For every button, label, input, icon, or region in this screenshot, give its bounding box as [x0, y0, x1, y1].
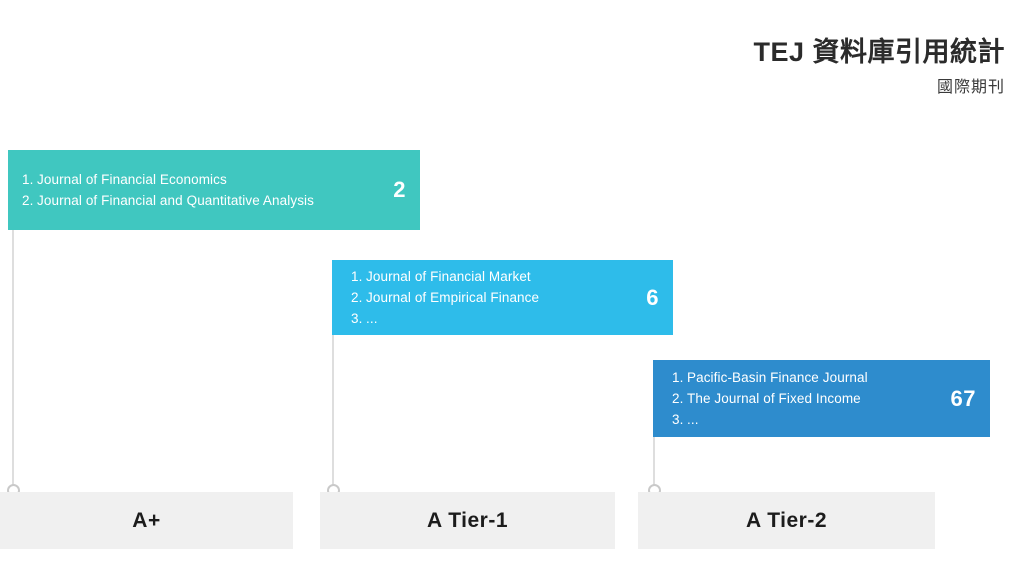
list-item-label: Journal of Financial and Quantitative An… — [37, 193, 315, 208]
list-item-label: ... — [687, 412, 699, 427]
journal-list-a-plus: 1.Journal of Financial Economics 2.Journ… — [22, 169, 383, 211]
page-subtitle: 國際期刊 — [936, 79, 1005, 97]
journal-card-a-tier-2[interactable]: 1.Pacific-Basin Finance Journal 2.The Jo… — [653, 360, 990, 437]
tier-label-a-tier-1: A Tier-1 — [426, 508, 509, 532]
list-item-number: 2. — [351, 290, 363, 305]
journal-count-a-tier-1: 6 — [646, 284, 659, 310]
journal-list-a-tier-1: 1.Journal of Financial Market 2.Journal … — [351, 266, 636, 329]
list-item-number: 1. — [22, 172, 34, 187]
journal-count-a-plus: 2 — [393, 177, 406, 202]
list-item: 3.... — [351, 308, 636, 329]
connector-line-a-tier-2 — [653, 437, 655, 492]
list-item-label: Journal of Financial Economics — [37, 172, 227, 187]
list-item: 1.Journal of Financial Market — [351, 266, 636, 287]
list-item-label: Pacific-Basin Finance Journal — [687, 370, 868, 385]
list-item: 1.Journal of Financial Economics — [22, 169, 383, 190]
connector-line-a-tier-1 — [332, 335, 334, 492]
list-item: 2.Journal of Financial and Quantitative … — [22, 190, 383, 211]
page-title: TEJ 資料庫引用統計 — [753, 37, 1005, 67]
list-item-label: Journal of Empirical Finance — [366, 290, 540, 305]
list-item: 2.The Journal of Fixed Income — [672, 388, 941, 409]
list-item: 3.... — [672, 409, 941, 430]
list-item-label: ... — [366, 311, 378, 326]
list-item-number: 1. — [351, 269, 363, 284]
list-item-number: 3. — [351, 311, 363, 326]
tier-box-a-tier-2[interactable]: A Tier-2 — [638, 492, 935, 549]
list-item: 1.Pacific-Basin Finance Journal — [672, 367, 941, 388]
list-item-number: 1. — [672, 370, 684, 385]
list-item-label: Journal of Financial Market — [366, 269, 531, 284]
list-item-number: 2. — [672, 391, 684, 406]
journal-count-a-tier-2: 67 — [950, 385, 976, 411]
list-item-number: 3. — [672, 412, 684, 427]
list-item: 2.Journal of Empirical Finance — [351, 287, 636, 308]
tier-label-a-plus: A+ — [132, 508, 161, 532]
journal-card-a-tier-1[interactable]: 1.Journal of Financial Market 2.Journal … — [332, 260, 673, 335]
header: TEJ 資料庫引用統計 國際期刊 — [753, 36, 1005, 98]
journal-card-a-plus[interactable]: 1.Journal of Financial Economics 2.Journ… — [8, 150, 420, 230]
list-item-number: 2. — [22, 193, 34, 208]
connector-line-a-plus — [12, 230, 14, 492]
tier-label-a-tier-2: A Tier-2 — [745, 508, 828, 532]
journal-list-a-tier-2: 1.Pacific-Basin Finance Journal 2.The Jo… — [672, 367, 941, 430]
tier-box-a-tier-1[interactable]: A Tier-1 — [320, 492, 615, 549]
tier-box-a-plus[interactable]: A+ — [0, 492, 293, 549]
list-item-label: The Journal of Fixed Income — [687, 391, 861, 406]
